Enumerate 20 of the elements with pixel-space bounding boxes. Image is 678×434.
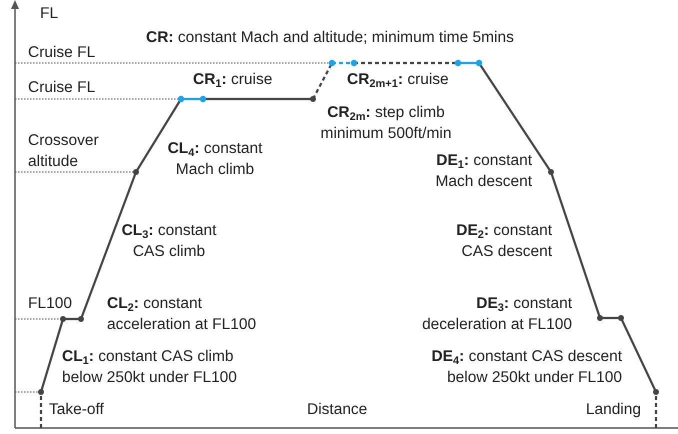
phase-note: CR: constant Mach and altitude; minimum time 5mins (146, 28, 514, 48)
phase-label: CR$_{2m+1}$: cruise (347, 70, 449, 90)
axis-label: Landing (584, 400, 641, 420)
phase-label: DE$_{2}$: constant CAS descent (455, 221, 552, 262)
phase-label: CL$_{3}$: constant CAS climb (120, 221, 218, 262)
phase-label: CL$_{1}$: constant CAS climb below 250kt under FL100 (62, 347, 238, 388)
phase-label: CR$_{1}$: cruise (193, 70, 272, 90)
phase-label: DE$_{4}$: constant CAS descent below 250kt under FL100 (430, 347, 622, 388)
phase-label: CL$_{2}$: constant acceleration at FL100 (107, 294, 258, 335)
axis-label: Take-off (49, 400, 104, 420)
level-label: Cruise FL (28, 78, 96, 98)
phase-label: DE$_{3}$: constant deceleration at FL100 (421, 294, 572, 335)
phase-label: CR$_{2m}$: step climb minimum 500ft/min (320, 103, 452, 144)
phase-label: CL$_{4}$: constant Mach climb (166, 139, 264, 180)
axis-label: FL (40, 4, 58, 24)
axis-label: Distance (307, 400, 368, 420)
level-label: FL100 (28, 294, 72, 314)
phase-label: DE$_{1}$: constant Mach descent (434, 151, 532, 192)
level-label: Cruise FL (28, 43, 96, 63)
level-label: Crossover altitude (28, 131, 100, 172)
